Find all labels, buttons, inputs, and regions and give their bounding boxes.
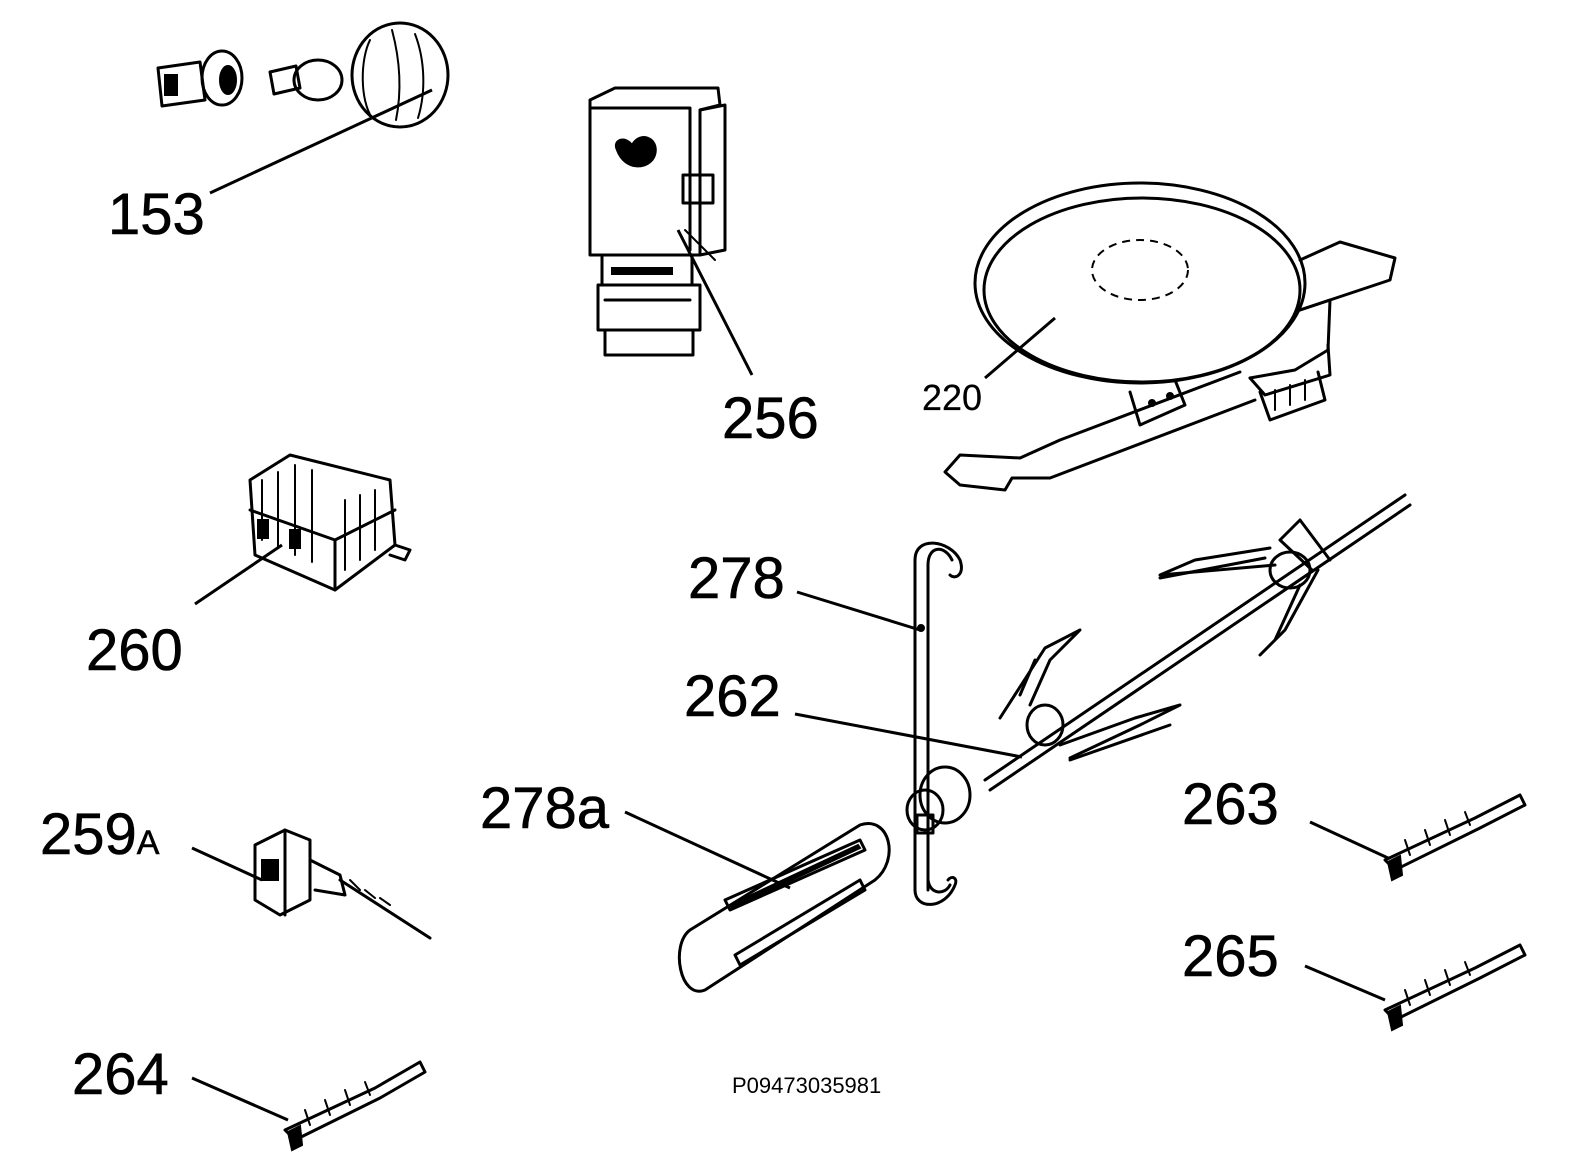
label-265: 265 <box>1182 924 1279 989</box>
label-264: 264 <box>72 1042 169 1107</box>
oven-lamp-part <box>156 21 450 129</box>
leader-278 <box>796 590 921 632</box>
label-259A-suffix: A <box>136 824 160 862</box>
connector-264-part <box>283 1060 427 1152</box>
control-module-part <box>588 86 727 357</box>
connector-265-part <box>1383 943 1527 1032</box>
leader-153 <box>209 88 433 195</box>
rotisserie-support-rod-part <box>913 541 963 906</box>
spit-handle-part <box>677 822 891 993</box>
label-262: 262 <box>684 664 781 729</box>
hotplate-element-part <box>943 181 1397 492</box>
label-259A: 259A <box>40 805 160 864</box>
leader-278a <box>624 810 791 890</box>
label-278: 278 <box>688 546 785 611</box>
leader-262 <box>794 712 1023 759</box>
label-278a: 278a <box>480 776 610 841</box>
leader-264 <box>191 1076 289 1122</box>
selector-switch-part <box>248 453 412 592</box>
connector-263-part <box>1383 793 1527 882</box>
label-220: 220 <box>922 377 983 418</box>
leader-260 <box>194 543 283 606</box>
label-263: 263 <box>1182 772 1279 837</box>
leader-263 <box>1309 820 1389 860</box>
drawing-code: P09473035981 <box>732 1073 882 1098</box>
label-256: 256 <box>722 386 819 451</box>
thermostat-part <box>253 828 432 940</box>
leader-256 <box>676 229 754 376</box>
label-259A-number: 259 <box>40 802 137 867</box>
label-260: 260 <box>86 618 183 683</box>
leader-265 <box>1304 964 1386 1002</box>
leader-259A <box>191 846 263 882</box>
label-153: 153 <box>108 182 205 247</box>
rotisserie-spit-part <box>905 493 1412 835</box>
leader-220 <box>984 316 1056 380</box>
